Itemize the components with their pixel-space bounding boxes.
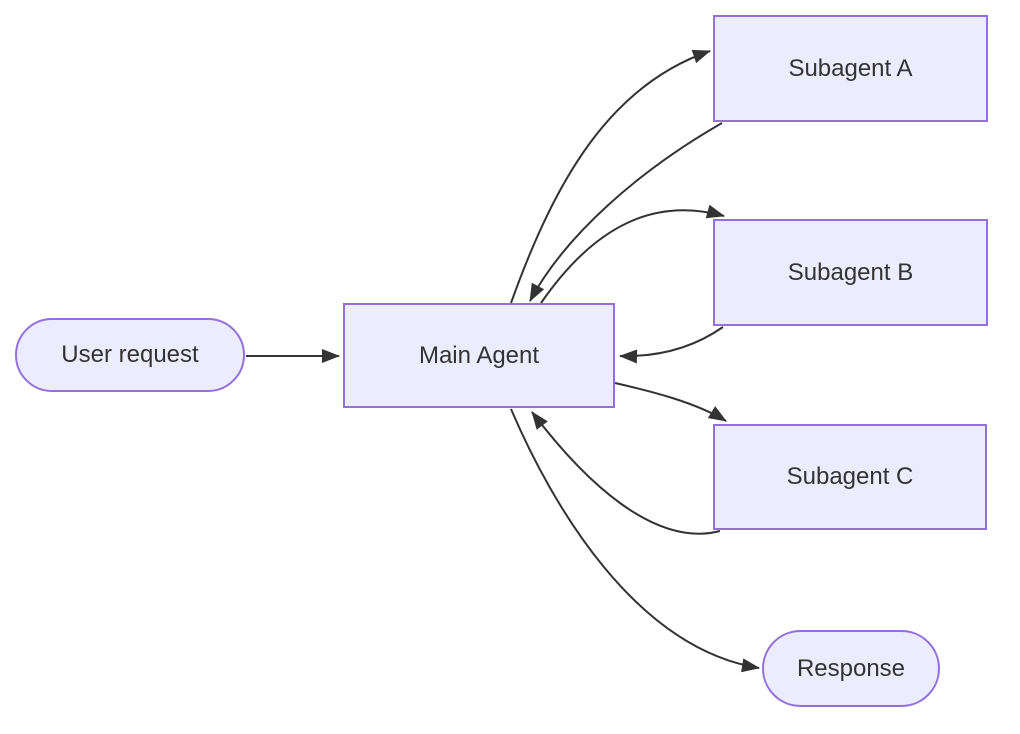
node-subagent-c-label: Subagent C — [786, 463, 914, 490]
node-subagent-b: Subagent B — [713, 219, 988, 326]
node-main-agent: Main Agent — [343, 303, 615, 408]
node-response-label: Response — [796, 654, 906, 682]
node-response: Response — [762, 630, 940, 707]
edge-main-agent-to-subagent-c — [614, 382, 727, 422]
node-subagent-a: Subagent A — [713, 15, 988, 122]
edge-main-agent-to-subagent-b — [540, 204, 725, 304]
node-subagent-b-label: Subagent B — [787, 258, 914, 286]
node-subagent-a-label: Subagent A — [788, 54, 913, 82]
edge-main-agent-to-subagent-a — [510, 49, 711, 304]
node-main-agent-label: Main Agent — [418, 341, 540, 369]
node-user-request: User request — [15, 318, 245, 392]
edge-subagent-a-to-main-agent — [529, 122, 723, 302]
node-subagent-c: Subagent C — [713, 424, 987, 530]
node-user-request-label: User request — [61, 341, 199, 368]
edge-subagent-c-to-main-agent — [531, 411, 721, 535]
edge-subagent-b-to-main-agent — [619, 326, 724, 364]
edge-main-agent-to-response — [510, 408, 760, 673]
